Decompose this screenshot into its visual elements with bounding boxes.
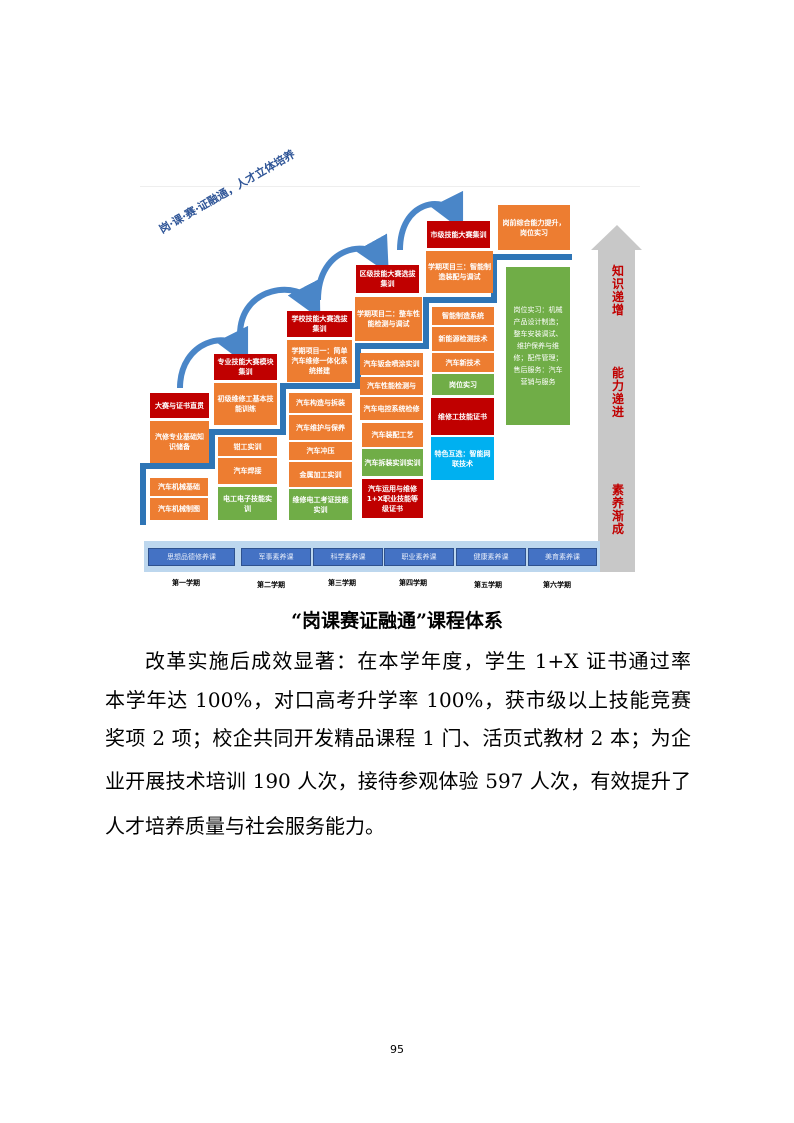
box-course: 汽车焊接 <box>218 458 277 484</box>
label-literacy: 素养渐成 <box>611 483 624 536</box>
box-term-project: 学期项目二：整车性能检测与调试 <box>355 297 422 341</box>
box-skill-training: 初级维修工基本技能训练 <box>214 383 277 425</box>
box-competition: 专业技能大赛模块集训 <box>214 354 277 380</box>
box-internship-prep: 岗前综合能力提升，岗位实习 <box>498 205 570 250</box>
curved-arrow-2 <box>237 278 321 336</box>
box-course: 汽车机械制图 <box>150 498 208 520</box>
box-course: 汽车构造与拆装 <box>289 393 352 413</box>
label-ability: 能力递进 <box>611 366 624 419</box>
box-certificate: 汽车运用与维修1+X职业技能等级证书 <box>362 479 423 518</box>
box-course: 汽车电控系统检修 <box>360 397 423 420</box>
box-term-project: 学期项目三：智能制造装配与调试 <box>426 251 493 293</box>
box-foundation: 汽修专业基础知识储备 <box>150 421 209 463</box>
body-line: 奖项 2 项；校企共同开发精品课程 1 门、活页式教材 2 本；为企 <box>105 726 691 750</box>
literacy-course: 军事素养课 <box>241 548 311 566</box>
box-elective: 特色互选：智能网联技术 <box>431 437 494 480</box>
box-course: 汽车冲压 <box>289 442 352 460</box>
box-competition: 区级技能大赛选拔集训 <box>356 265 419 293</box>
box-course: 维修电工考证技能实训 <box>289 489 352 520</box>
curved-arrow-1 <box>177 325 249 389</box>
label-knowledge: 知识递增 <box>611 264 624 317</box>
box-course: 汽车性能检测与 <box>360 377 423 395</box>
box-course: 汽车新技术 <box>432 353 494 372</box>
box-course: 汽车装配工艺 <box>362 423 423 447</box>
literacy-course: 科学素养课 <box>313 548 383 566</box>
box-course: 智能制造系统 <box>432 307 494 325</box>
literacy-course: 美育素养课 <box>528 548 597 566</box>
box-course: 岗位实习 <box>432 374 494 395</box>
box-competition: 市级技能大赛集训 <box>427 221 490 248</box>
box-course: 金属加工实训 <box>289 462 352 487</box>
box-course: 钳工实训 <box>218 437 277 456</box>
staircase-line <box>140 254 572 525</box>
term-label: 第六学期 <box>543 581 571 589</box>
box-course: 汽车拆装实训实训 <box>362 449 423 476</box>
box-course: 汽车维护与保养 <box>289 415 352 440</box>
box-competition: 学校技能大赛选拔集训 <box>287 311 352 337</box>
box-certificate: 维修工技能证书 <box>431 398 494 435</box>
box-course: 汽车钣金喷涂实训 <box>360 353 423 375</box>
box-course: 汽车机械基础 <box>150 478 208 496</box>
term-label: 第二学期 <box>257 581 285 589</box>
body-line: 人才培养质量与社会服务能力。 <box>105 814 385 838</box>
term-label: 第四学期 <box>399 579 427 587</box>
curved-arrow-3 <box>315 233 389 301</box>
box-course: 新能源检测技术 <box>432 327 494 351</box>
literacy-course: 健康素养课 <box>456 548 526 566</box>
box-internship: 岗位实习：机械产品设计制造；整车安装调试、维护保养与维修；配件管理；售后服务：汽… <box>506 267 570 425</box>
diagram-graphics <box>140 190 642 572</box>
page-number: 95 <box>390 1043 404 1056</box>
figure-top-border <box>140 186 640 187</box>
box-term-project: 学期项目一：简单汽车维修一体化系统搭建 <box>287 340 352 382</box>
term-label: 第三学期 <box>328 579 356 587</box>
curved-arrow-4 <box>397 190 464 251</box>
box-competition-cert: 大赛与证书直贯 <box>150 393 209 418</box>
term-label: 第五学期 <box>474 581 502 589</box>
body-line: 改革实施后成效显著：在本学年度，学生 1+X 证书通过率 <box>145 649 691 673</box>
box-course: 电工电子技能实训 <box>218 487 277 520</box>
body-line: 本学年达 100%，对口高考升学率 100%，获市级以上技能竞赛 <box>105 688 691 712</box>
literacy-course: 职业素养课 <box>384 548 454 566</box>
figure-caption: “岗课赛证融通”课程体系 <box>291 610 503 632</box>
body-line: 业开展技术培训 190 人次，接待参观体验 597 人次，有效提升了 <box>105 769 691 793</box>
progression-arrow <box>591 225 642 572</box>
literacy-course: 思想品德修养课 <box>148 548 235 566</box>
term-label: 第一学期 <box>172 579 200 587</box>
